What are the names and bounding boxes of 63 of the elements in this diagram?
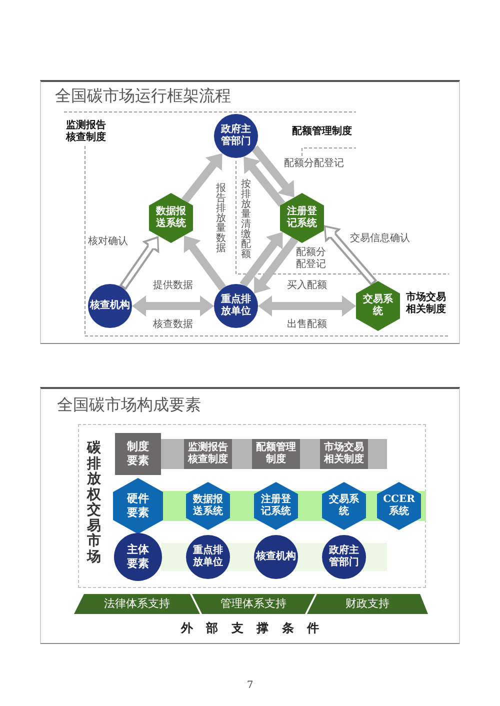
arrow-caption: 出售配额 <box>287 319 327 331</box>
node-label: 交易系统 <box>329 494 359 518</box>
edge-label: 报告排放量数据 <box>216 184 226 254</box>
arrow-caption: 核查数据 <box>153 319 193 331</box>
region-label: 监测报告核查制度 <box>66 120 107 144</box>
hexagon-node <box>113 478 163 534</box>
node-label: 市场交易相关制度 <box>324 442 364 466</box>
edge-label: 交易信息确认 <box>350 233 410 245</box>
node-label: 交易系统 <box>363 294 393 318</box>
edge-label: 核对确认 <box>88 236 128 248</box>
hexagon-node <box>377 482 421 530</box>
slide-title: 全国碳市场运行框架流程 <box>55 86 231 106</box>
node-label: 政府主管部门 <box>221 124 251 148</box>
node-label: 核查机构 <box>256 551 296 563</box>
arrow <box>254 236 298 294</box>
node-label: 配额管理制度 <box>256 442 296 466</box>
node-label: 核查机构 <box>90 300 130 312</box>
node-label: 制度要素 <box>126 440 150 468</box>
node-label: 监测报告核查制度 <box>188 442 228 466</box>
region-label: 配额管理制度 <box>292 126 352 138</box>
hexagon-node <box>356 281 400 331</box>
arrow <box>184 236 226 291</box>
hexagon-node <box>280 193 324 243</box>
arrow <box>240 232 283 288</box>
hollow-arrow <box>324 225 378 286</box>
arrow <box>182 153 222 204</box>
node-label: 数据报送系统 <box>193 494 223 518</box>
node-label: 重点排放单位 <box>221 294 251 318</box>
double-arrow <box>258 296 356 316</box>
edge-label: 提供数据 <box>153 280 193 292</box>
support-segment <box>74 594 200 614</box>
edge-label: 配额分配登记 <box>284 158 344 170</box>
node-label: CCER系统 <box>382 494 416 518</box>
support-segment <box>192 594 315 614</box>
hexagon-node <box>322 482 366 530</box>
edge-label: 配额分配登记 <box>296 247 326 271</box>
node-label: 硬件要素 <box>126 492 150 520</box>
hexagon-node <box>254 482 298 530</box>
region-label: 市场交易相关制度 <box>406 292 447 316</box>
edge-label: 买入配额 <box>287 280 327 292</box>
node-label: 重点排放单位 <box>193 545 223 569</box>
hexagon-node <box>149 193 193 243</box>
vertical-label: 碳排放权交易市场 <box>87 441 101 565</box>
caption: 外 部 支 撑 条 件 <box>181 621 319 636</box>
support-segment <box>307 594 428 614</box>
node-label: 注册登记系统 <box>287 206 317 230</box>
category-box <box>115 433 161 475</box>
hexagon-node <box>186 482 230 530</box>
node-label: 主体要素 <box>126 543 150 571</box>
node-label: 法律体系支持 <box>104 597 170 611</box>
double-arrow <box>132 296 214 316</box>
arrow <box>244 156 286 207</box>
hollow-arrow <box>119 236 160 290</box>
dashed-frame <box>78 424 426 588</box>
node-label: 政府主管部门 <box>329 545 359 569</box>
node-label: 数据报送系统 <box>156 206 186 230</box>
edge-label: 按排放量清缴配额 <box>241 180 251 260</box>
node-label: 注册登记系统 <box>261 494 291 518</box>
arrow <box>251 145 294 198</box>
node-label: 管理体系支持 <box>220 597 286 611</box>
node-label: 财政支持 <box>346 597 390 611</box>
slide-title: 全国碳市场构成要素 <box>57 395 201 415</box>
page-number: 7 <box>246 680 254 692</box>
